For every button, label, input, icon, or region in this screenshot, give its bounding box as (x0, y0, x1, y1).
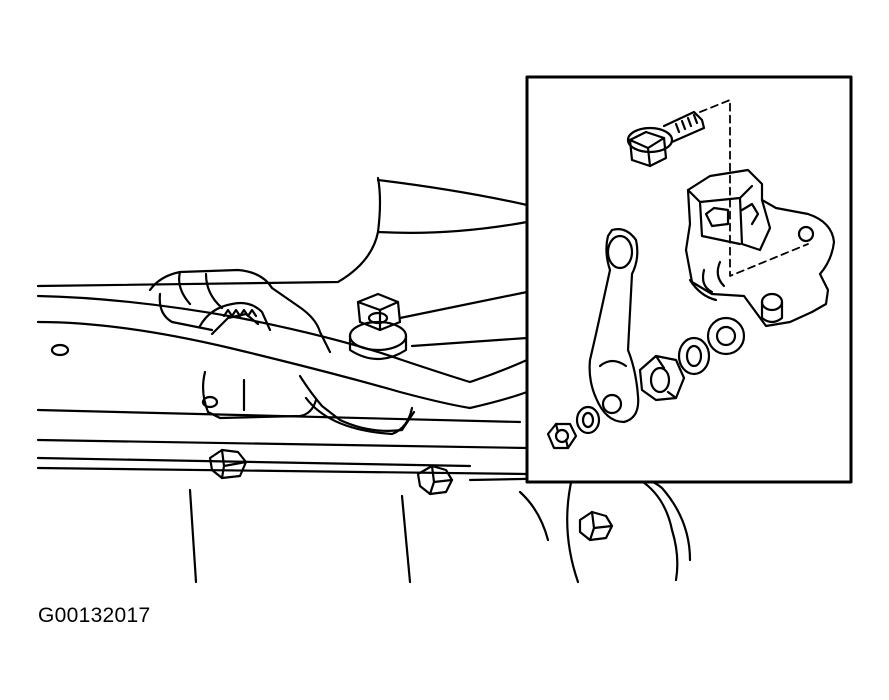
housing-lower-edge (304, 396, 414, 436)
casing-bolt-2 (416, 464, 454, 496)
lower-casing-outline (188, 474, 692, 584)
figure-id-label: G00132017 (38, 604, 151, 627)
flange-bolt (626, 110, 706, 168)
inset-frame (525, 75, 853, 484)
small-bolt-left (50, 343, 219, 409)
switch-shaft (760, 292, 784, 324)
upper-casing-outline (36, 176, 529, 288)
spring-washer (677, 336, 711, 376)
neutral-safety-switch (684, 168, 836, 328)
sensor-connector (148, 268, 332, 354)
transmission-assembly-view (36, 176, 692, 584)
detail-inset (525, 75, 853, 484)
gear-teeth (222, 308, 258, 318)
alignment-dashed-line (699, 99, 809, 277)
casing-ridge (468, 476, 572, 542)
sensor-connector-latch (198, 301, 272, 336)
hex-nut-small (546, 422, 578, 450)
hex-nut-large (638, 354, 686, 402)
mounting-bolt (348, 292, 408, 361)
cross-bracket-lower (36, 408, 529, 476)
housing-body (201, 370, 416, 432)
casing-bolt-1 (208, 448, 248, 480)
casing-bolt-3 (578, 510, 614, 542)
small-washer (575, 405, 601, 435)
lock-washer-large (706, 316, 746, 356)
callout-leader-line (398, 290, 529, 348)
control-lever (588, 228, 640, 424)
cross-bracket (36, 294, 529, 410)
